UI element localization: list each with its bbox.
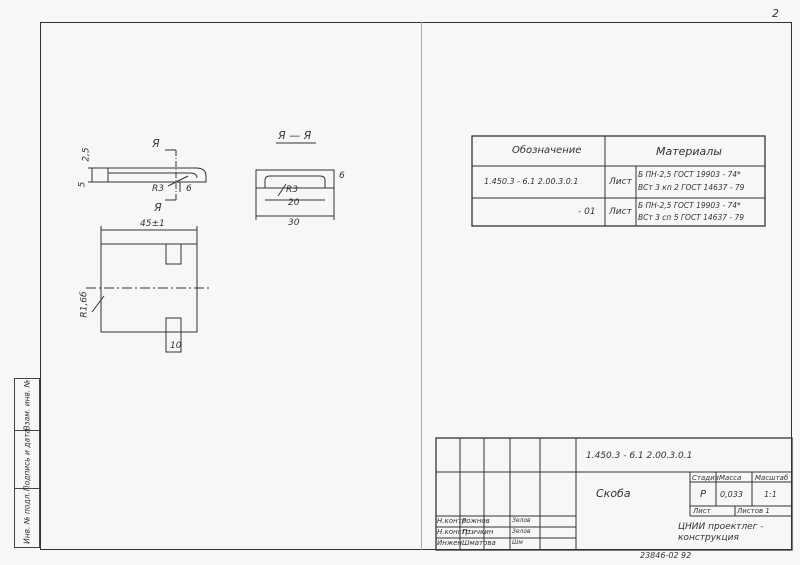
side-dim-width: 6 — [186, 184, 192, 194]
spec-row-1-designation: 1.450.3 - 6.1 2.00.3.0.1 — [484, 177, 579, 186]
side-dim-radius: R3 — [152, 184, 164, 194]
section-dim-inner: 20 — [288, 198, 300, 208]
plan-slot-dim — [165, 332, 182, 353]
tb-name-1: Рожнов — [462, 517, 490, 525]
tb-name-3: Шматова — [462, 539, 496, 547]
plan-slot-top — [165, 244, 182, 265]
footer-number: 23846-02 92 — [640, 551, 692, 560]
tb-scale: 1:1 — [764, 490, 777, 499]
tb-doc-code: 1.450.3 - 6.1 2.00.3.0.1 — [586, 451, 693, 461]
side-section-label: Я — [152, 137, 160, 150]
spec-row-2-designation: - 01 — [578, 207, 596, 217]
section-dim-height: 6 — [339, 171, 345, 181]
tb-name-2: Птичкин — [462, 528, 494, 536]
spec-row-1-material-bottom: ВСт 3 кп 2 ГОСТ 14637 - 79 — [638, 183, 745, 192]
tb-h-scale: Масштаб — [755, 474, 789, 482]
spec-row-2-material-top: Б ПН-2,5 ГОСТ 19903 - 74* — [638, 201, 741, 210]
side-dim-height: 5 — [77, 181, 88, 188]
side-stamp: Взам. инв. № Подпись и дата Инв. № подл. — [14, 378, 40, 548]
tb-stage: Р — [700, 489, 707, 500]
tb-sheet-label: Лист — [693, 507, 711, 515]
side-section-label-bottom: Я — [154, 201, 162, 214]
sheet-fold-line — [421, 22, 422, 550]
plan-dim-length: 45±1 — [140, 219, 165, 229]
spec-row-2-material-bottom: ВСт 3 сп 5 ГОСТ 14637 - 79 — [638, 213, 745, 222]
spec-table-frame — [471, 135, 766, 227]
section-dim-outer: 30 — [288, 218, 300, 228]
plan-slot-bottom — [165, 317, 182, 332]
section-inner — [264, 175, 326, 188]
tb-sheets-label: Листов 1 — [737, 507, 770, 515]
tb-sign-2: Зелов — [512, 528, 531, 535]
plan-radius-leader — [91, 295, 105, 313]
side-view-inner — [108, 172, 198, 179]
tb-sign-1: Зелов — [512, 517, 531, 524]
plan-outline — [100, 243, 198, 333]
tb-organization: ЦНИИ проектлег - конструкция — [678, 522, 764, 543]
tb-role-2: Н.констр. — [437, 528, 473, 536]
side-stamp-cell-3: Инв. № подл. — [22, 492, 32, 544]
tb-h-stage: Стадия — [692, 474, 719, 482]
section-dim-radius: R3 — [286, 185, 298, 195]
spec-row-1-material-top: Б ПН-2,5 ГОСТ 19903 - 74* — [638, 170, 741, 179]
side-radius-leader — [167, 175, 189, 187]
side-view-outline — [107, 167, 207, 183]
spec-row-1-type: Лист — [609, 177, 632, 187]
drawing-frame — [40, 22, 792, 550]
section-title: Я — Я — [278, 129, 312, 142]
side-dim-thickness: 2,5 — [81, 147, 92, 162]
tb-mass: 0,033 — [720, 490, 743, 499]
tb-sign-3: Шм — [512, 539, 523, 546]
spec-header-designation: Обозначение — [512, 145, 582, 156]
tb-role-1: Н.контр. — [437, 517, 469, 525]
section-radius-leader — [277, 183, 287, 197]
tb-h-mass: Масса — [719, 474, 742, 482]
side-stamp-cell-1: Взам. инв. № — [15, 379, 39, 431]
plan-dim-radius: R1,6б — [79, 291, 90, 318]
side-stamp-cell-2: Подпись и дата — [15, 428, 39, 491]
spec-header-materials: Материалы — [656, 145, 722, 158]
tb-part-name: Скоба — [596, 487, 631, 500]
title-block-frame — [435, 437, 793, 551]
corner-mark: 2 — [772, 7, 779, 20]
tb-role-3: Инжен. — [437, 539, 465, 547]
spec-row-2-type: Лист — [609, 207, 632, 217]
plan-dim-slot: 10 — [170, 341, 182, 351]
